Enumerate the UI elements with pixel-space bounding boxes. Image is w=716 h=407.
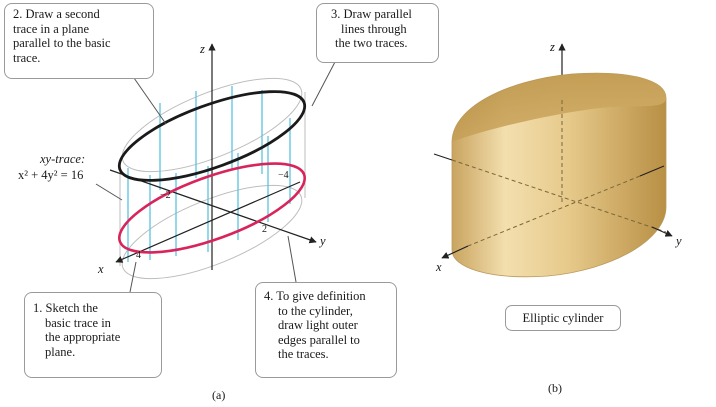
- callout-step-1-line: the appropriate: [45, 330, 121, 344]
- callout-step-4: 4. To give definition to the cylinder, d…: [255, 282, 397, 378]
- tick-label-y-pos: 2: [262, 224, 267, 235]
- panel-b-caption: (b): [548, 381, 562, 395]
- callout-step-2-line: 2. Draw a second: [13, 7, 100, 21]
- x-axis-b: [441, 245, 469, 259]
- top-outer-edge: [121, 77, 303, 173]
- z-axis-label: z: [200, 42, 205, 56]
- bottom-outer-edge: [121, 184, 303, 280]
- callout-step-4-line: 4. To give definition: [264, 289, 366, 303]
- callout-step-3: 3. Draw parallel lines through the two t…: [316, 3, 439, 63]
- x-axis: [115, 181, 301, 263]
- callout-step-2-line: trace in a plane: [13, 21, 89, 36]
- panel-b-diagram: [433, 43, 673, 278]
- xy-trace-label: xy-trace:: [40, 152, 86, 166]
- callout-step-1-line: plane.: [45, 344, 76, 359]
- z-axis-label-b: z: [550, 40, 555, 54]
- panel-a-diagram: [95, 43, 336, 293]
- callout-step-3-line: the two traces.: [335, 36, 408, 50]
- x-axis-b-hidden: [467, 175, 641, 247]
- y-axis-b-hidden: [451, 159, 667, 233]
- callout-step-1: 1. Sketch the basic trace in the appropr…: [24, 292, 162, 378]
- callout-step-3-line: lines through: [341, 21, 407, 36]
- basic-trace-ellipse: [118, 162, 306, 254]
- y-axis: [109, 169, 317, 244]
- leader-lines: [95, 61, 336, 293]
- callout-step-1-line: 1. Sketch the: [33, 301, 98, 315]
- y-axis-label: y: [320, 234, 326, 248]
- callout-step-4-line: to the cylinder,: [278, 303, 353, 318]
- callout-step-3-line: 3. Draw parallel: [331, 7, 412, 21]
- second-trace-ellipse: [117, 90, 307, 182]
- tick-label-y-neg: −4: [278, 170, 289, 181]
- callout-step-2-line: parallel to the basic: [13, 36, 111, 50]
- callout-step-4-line: the traces.: [278, 347, 329, 361]
- callout-step-4-line: draw light outer: [278, 318, 358, 332]
- y-axis-label-b: y: [676, 234, 682, 248]
- tick-label-x-pos: 4: [136, 250, 141, 261]
- xy-trace-equation: x² + 4y² = 16: [18, 168, 84, 182]
- callout-step-4-line: edges parallel to: [278, 332, 360, 347]
- x-axis-label-b: x: [436, 260, 442, 274]
- tick-label-x-neg: −2: [160, 190, 171, 201]
- elliptic-cylinder-label: Elliptic cylinder: [505, 305, 621, 331]
- panel-a-caption: (a): [212, 388, 226, 402]
- y-axis-b: [651, 226, 673, 237]
- callout-step-1-line: basic trace in: [45, 315, 111, 330]
- callout-step-2: 2. Draw a second trace in a plane parall…: [4, 3, 154, 79]
- y-axis-b-back: [433, 153, 453, 161]
- x-axis-b-back: [639, 165, 665, 177]
- cylinder-top-inner: [452, 73, 666, 142]
- callout-step-2-line: trace.: [13, 50, 41, 65]
- parallel-rulings: [127, 86, 291, 262]
- x-axis-label: x: [98, 262, 104, 276]
